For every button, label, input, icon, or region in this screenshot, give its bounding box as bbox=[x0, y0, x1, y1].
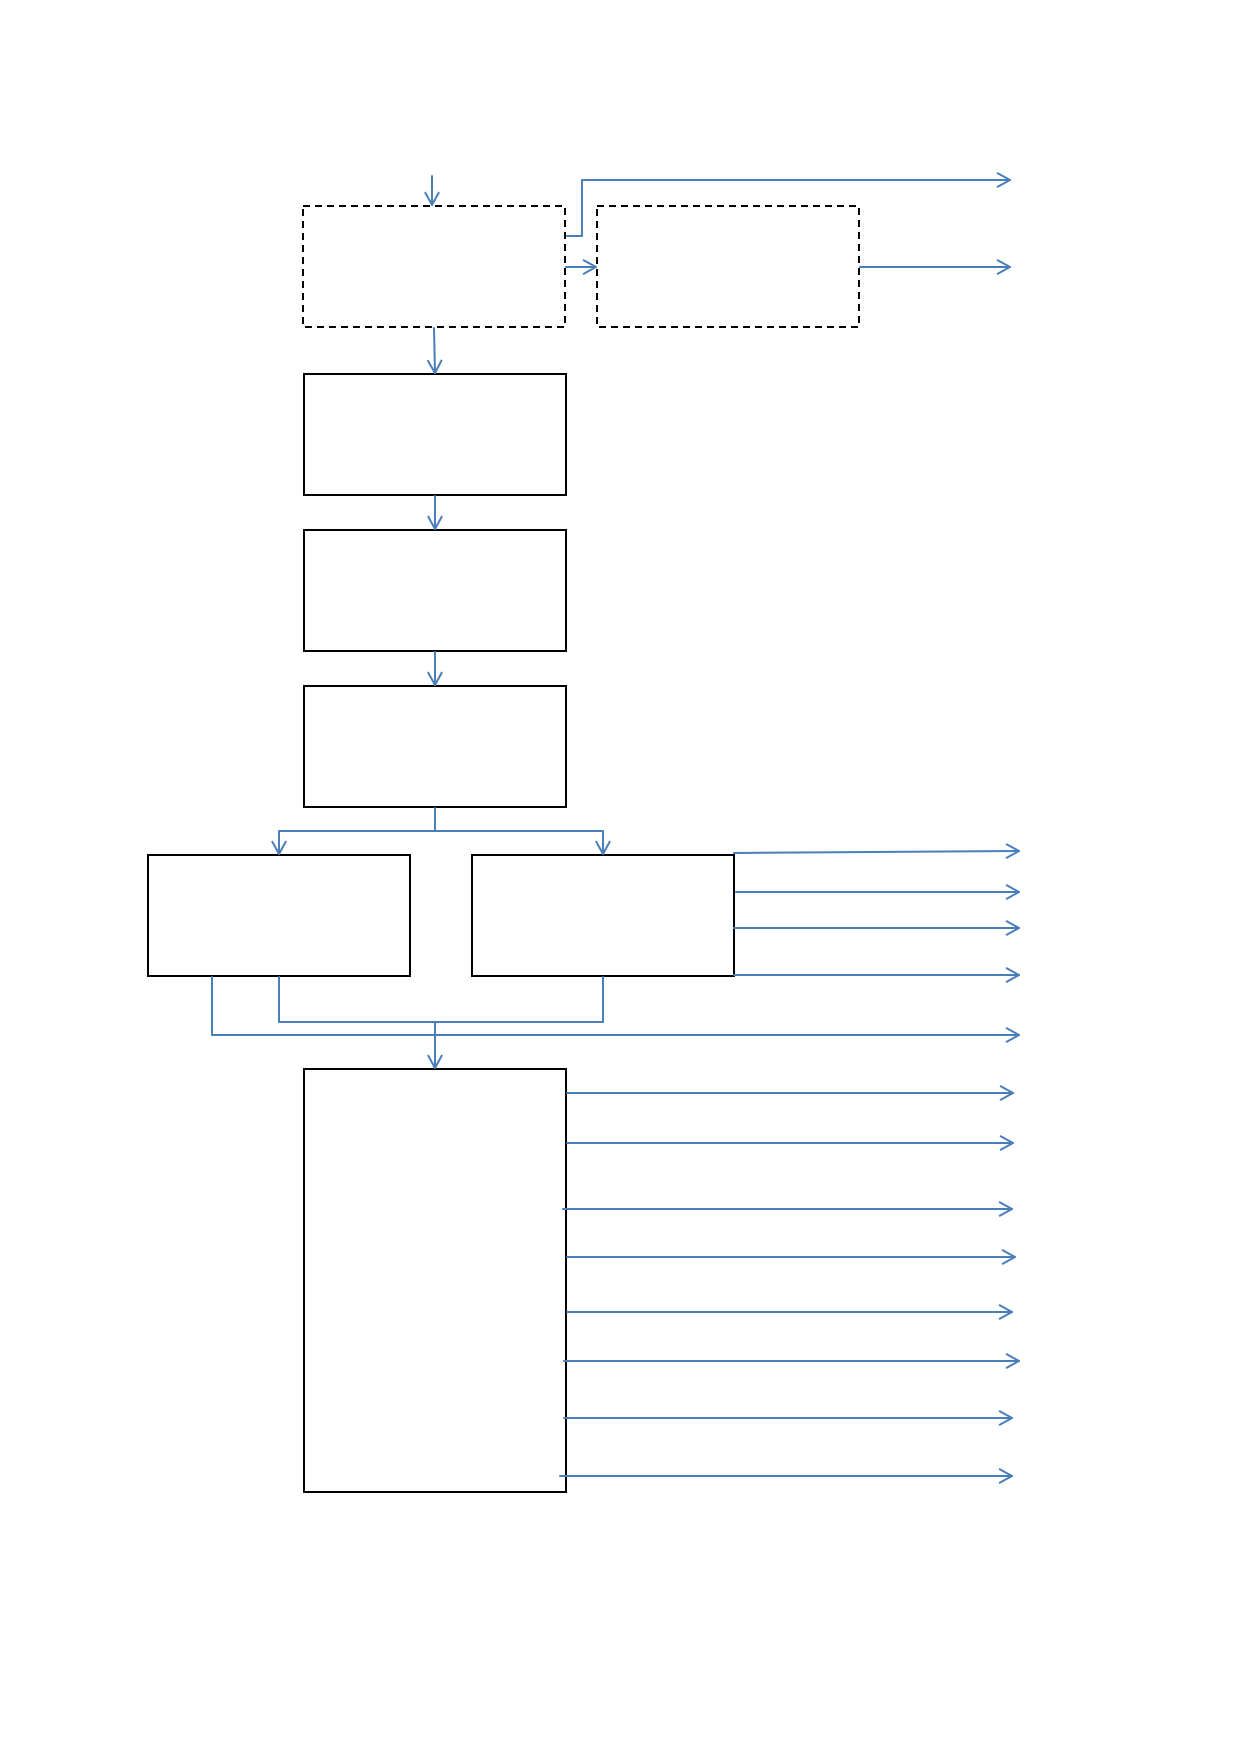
stage-3-box bbox=[303, 685, 567, 808]
output-arrow-5-head bbox=[998, 1304, 1013, 1320]
output-arrow-4 bbox=[566, 1249, 1016, 1265]
output-arrow-2-head bbox=[999, 1135, 1014, 1151]
split-to-left-arrow-line bbox=[278, 807, 436, 855]
side-stage-box bbox=[596, 205, 860, 328]
split-to-left-arrow-head bbox=[271, 840, 287, 855]
output-arrow-5 bbox=[566, 1304, 1013, 1320]
merge-left-line bbox=[278, 976, 436, 1023]
merge-right-line-line bbox=[434, 976, 604, 1023]
input-stage-box bbox=[302, 205, 566, 328]
output-arrow-3-head bbox=[998, 1201, 1013, 1217]
output-arrow-1 bbox=[566, 1085, 1014, 1101]
stage2-to-stage3-arrow bbox=[427, 651, 443, 686]
entry-arrow-head bbox=[424, 191, 440, 206]
bypass-top-arrow-line bbox=[566, 179, 1011, 237]
right-out-arrow-4-head bbox=[1005, 967, 1020, 983]
stage-1-box bbox=[303, 373, 567, 496]
split-to-right-arrow-line bbox=[434, 830, 604, 855]
right-out-arrow-1-head bbox=[1005, 843, 1020, 859]
split-to-right-arrow-head bbox=[595, 840, 611, 855]
right-out-arrow-4 bbox=[733, 967, 1020, 983]
input-to-side-arrow-head bbox=[582, 259, 597, 275]
stage1-to-stage2-arrow-head bbox=[427, 515, 443, 530]
output-arrow-4-head bbox=[1001, 1249, 1016, 1265]
output-arrow-6 bbox=[563, 1353, 1020, 1369]
right-out-arrow-1 bbox=[733, 843, 1020, 859]
bypass-top-arrow-head bbox=[996, 172, 1011, 188]
left-bypass-arrow-line bbox=[211, 976, 1020, 1036]
merge-left-line-line bbox=[278, 976, 436, 1023]
output-arrow-6-head bbox=[1005, 1353, 1020, 1369]
stage-2-box bbox=[303, 529, 567, 652]
side-output-arrow bbox=[859, 259, 1011, 275]
left-branch-box bbox=[147, 854, 411, 977]
merge-right-line bbox=[434, 976, 604, 1023]
right-out-arrow-2-head bbox=[1005, 884, 1020, 900]
output-arrow-7 bbox=[563, 1410, 1013, 1426]
output-arrow-3 bbox=[562, 1201, 1013, 1217]
right-out-arrow-3 bbox=[733, 920, 1020, 936]
stage1-to-stage2-arrow bbox=[427, 495, 443, 530]
side-output-arrow-head bbox=[996, 259, 1011, 275]
right-out-arrow-2 bbox=[735, 884, 1020, 900]
merge-to-output-arrow-head bbox=[427, 1054, 443, 1069]
output-arrow-8-head bbox=[998, 1468, 1013, 1484]
left-bypass-arrow bbox=[211, 976, 1020, 1043]
bypass-top-arrow bbox=[566, 172, 1011, 237]
entry-arrow bbox=[424, 175, 440, 206]
output-arrow-2 bbox=[566, 1135, 1014, 1151]
output-stage-box bbox=[303, 1068, 567, 1493]
input-to-stage1-arrow-line bbox=[433, 327, 436, 374]
split-to-right-arrow bbox=[434, 830, 611, 855]
boxes-layer bbox=[147, 205, 860, 1493]
left-bypass-arrow-head bbox=[1005, 1027, 1020, 1043]
input-to-stage1-arrow-head bbox=[427, 359, 443, 374]
split-to-left-arrow bbox=[271, 807, 436, 855]
stage2-to-stage3-arrow-head bbox=[427, 671, 443, 686]
output-arrow-1-head bbox=[999, 1085, 1014, 1101]
right-out-arrow-1-line bbox=[733, 850, 1020, 854]
output-arrow-7-head bbox=[998, 1410, 1013, 1426]
output-arrow-8 bbox=[559, 1468, 1013, 1484]
arrows-layer bbox=[211, 172, 1020, 1484]
merge-to-output-arrow bbox=[427, 1021, 443, 1069]
input-to-stage1-arrow bbox=[427, 327, 443, 374]
right-branch-box bbox=[471, 854, 735, 977]
right-out-arrow-3-head bbox=[1005, 920, 1020, 936]
input-to-side-arrow bbox=[565, 259, 597, 275]
